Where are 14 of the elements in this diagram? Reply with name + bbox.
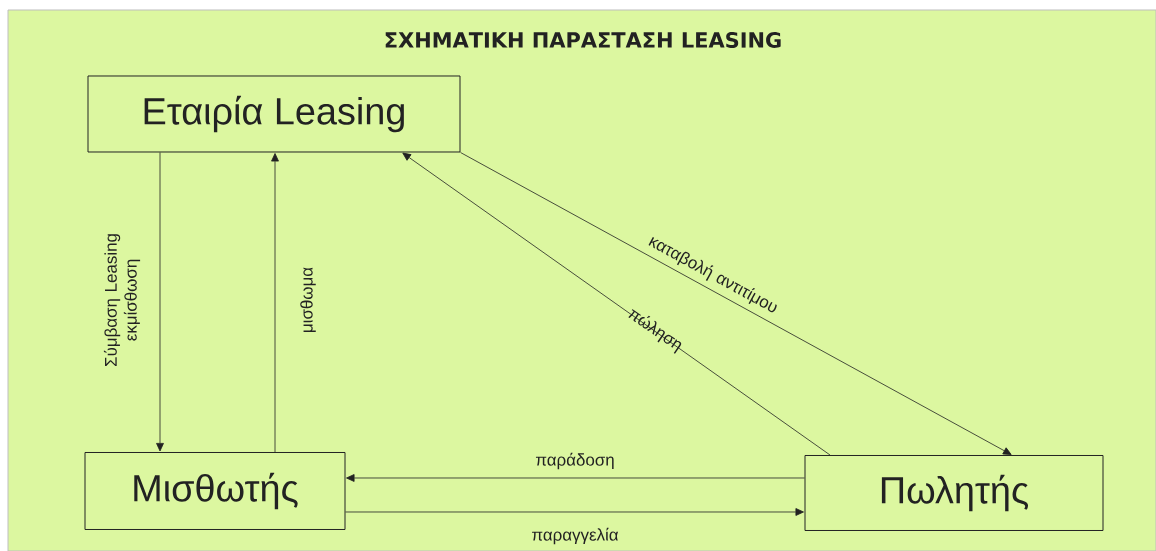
arrow: [402, 152, 831, 456]
arrow: [156, 152, 164, 452]
edge-label: Σύμβαση Leasing εκμίσθωση: [103, 234, 141, 367]
edge-label: μισθωμα: [300, 267, 316, 332]
title: ΣΧΗΜΑΤΙΚΗ ΠΑΡΑΣΤΑΣΗ LEASING: [385, 32, 781, 48]
box: Πωλητής: [804, 455, 1104, 531]
arrow: [345, 508, 804, 516]
arrow: [271, 153, 279, 453]
edge-label: παράδοση: [535, 452, 614, 470]
arrow: [460, 152, 1012, 455]
box: Εταιρία Leasing: [87, 75, 461, 153]
box: Μισθωτής: [84, 452, 346, 530]
edge-label: παραγγελία: [532, 527, 619, 545]
arrow: [346, 474, 805, 482]
